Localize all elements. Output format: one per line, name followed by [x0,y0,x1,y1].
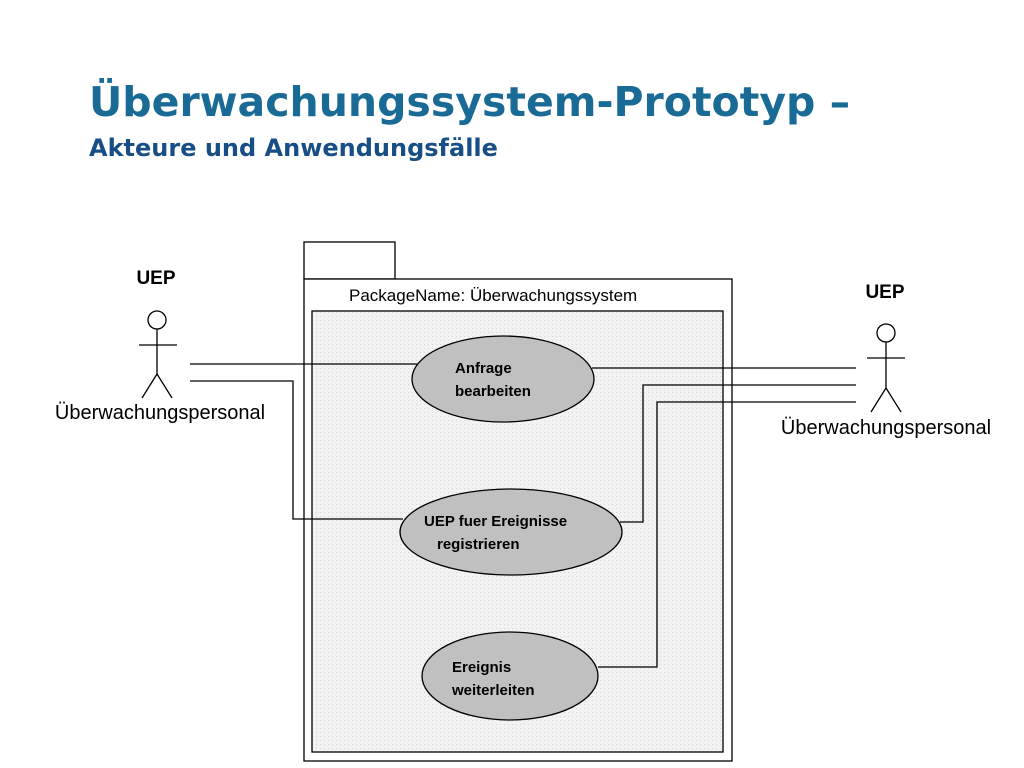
package-name: PackageName: Überwachungssystem [349,286,637,305]
actor-right-name: Überwachungspersonal [781,417,991,439]
use-case-label-line2: bearbeiten [455,383,531,400]
use-case-label-line2: registrieren [437,536,520,553]
use-case-label-line1: Anfrage [455,360,512,377]
use-case-ereignis-weiterleiten: Ereignis weiterleiten [421,631,599,721]
association-weiterleiten-right [598,401,856,668]
actor-right: UEP Überwachungspersonal [781,282,991,439]
use-case-anfrage-bearbeiten: Anfrage bearbeiten [411,335,595,423]
stick-figure-icon [139,310,177,399]
use-case-uep-registrieren: UEP fuer Ereignisse registrieren [399,488,623,576]
association-registrieren-right [620,384,856,523]
slide-title: Überwachungssystem-Prototyp – [89,78,851,126]
actor-left-stereotype: UEP [136,268,175,289]
actor-right-stereotype: UEP [865,282,904,303]
use-case-label-line1: Ereignis [452,659,511,676]
actor-left: UEP Überwachungspersonal [55,268,265,424]
slide-subtitle: Akteure und Anwendungsfälle [89,134,498,162]
stick-figure-icon [867,323,905,413]
use-case-label-line2: weiterleiten [451,682,535,699]
associations [190,363,856,668]
actor-left-name: Überwachungspersonal [55,402,265,424]
package-tab [303,241,396,280]
use-case-label-line1: UEP fuer Ereignisse [424,513,567,530]
association-left-registrieren [190,380,403,520]
